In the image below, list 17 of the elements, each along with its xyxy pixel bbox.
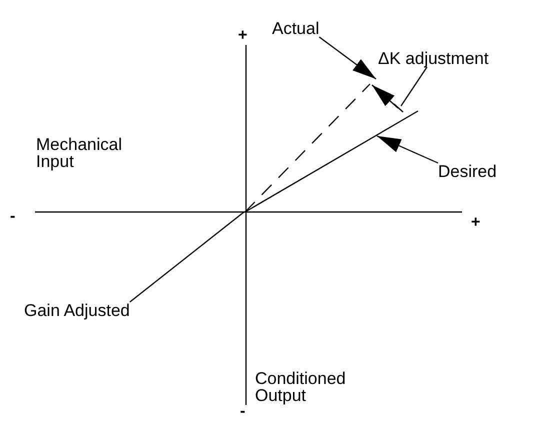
axis-title: Mechanical Input	[36, 136, 126, 170]
leader-arrow	[318, 36, 376, 80]
leader-arrow	[376, 135, 438, 164]
axis-sign: -	[10, 209, 16, 225]
leader-line	[400, 66, 428, 106]
leader-line	[129, 212, 244, 302]
axis-sign: -	[240, 404, 246, 420]
axis-title: Conditioned Output	[255, 370, 365, 404]
callout-label: Actual	[272, 20, 320, 37]
callout-label: Gain Adjusted	[24, 302, 130, 319]
dimension-line	[372, 84, 404, 112]
axis-sign: +	[471, 215, 480, 231]
axis-sign: +	[238, 28, 248, 44]
desired-gain-line	[244, 110, 418, 213]
callout-label: ΔK adjustment	[378, 50, 489, 67]
actual-gain-line	[244, 84, 370, 212]
callout-label: Desired	[438, 163, 497, 180]
